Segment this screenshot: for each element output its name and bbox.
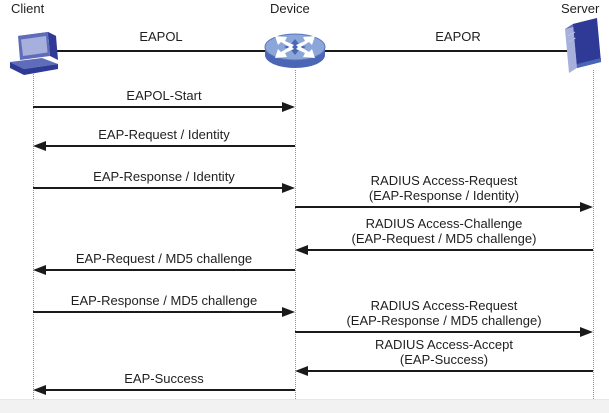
message-label-line: EAP-Request / Identity [98, 127, 230, 142]
arrowhead-icon [33, 141, 46, 151]
node-label-device: Device [270, 1, 310, 16]
message-label-line: RADIUS Access-Request [370, 173, 518, 188]
message-label: EAPOL-Start [33, 88, 295, 103]
arrowhead-icon [295, 366, 308, 376]
lifeline-device [295, 70, 296, 399]
message-label: RADIUS Access-Challenge(EAP-Request / MD… [295, 216, 593, 246]
message-label: EAP-Response / Identity [33, 169, 295, 184]
message-arrow-line [45, 145, 295, 147]
message-label-line: EAP-Response / Identity [93, 169, 235, 184]
message-label: EAP-Request / Identity [33, 127, 295, 142]
arrowhead-icon [580, 202, 593, 212]
message-arrow-line [45, 389, 295, 391]
message-label: RADIUS Access-Request(EAP-Response / Ide… [295, 173, 593, 203]
node-label-client: Client [11, 1, 45, 16]
message-label-line: (EAP-Response / Identity) [368, 188, 520, 203]
message-label: EAP-Request / MD5 challenge [33, 251, 295, 266]
message-label-line: EAP-Request / MD5 challenge [75, 251, 253, 266]
link-label-eapor: EAPOR [435, 29, 481, 44]
message-label-line: RADIUS Access-Request [370, 298, 518, 313]
node-label-server: Server [561, 1, 600, 16]
arrowhead-icon [580, 327, 593, 337]
arrowhead-icon [282, 102, 295, 112]
message-label-line: EAP-Response / MD5 challenge [70, 293, 258, 308]
message-arrow-line [307, 370, 593, 372]
footer-strip [0, 399, 609, 413]
message-arrow-line [307, 249, 593, 251]
switch-icon [264, 33, 326, 68]
message-arrow-line [45, 269, 295, 271]
message-label-line: (EAP-Response / MD5 challenge) [346, 313, 542, 328]
message-label-line: RADIUS Access-Accept [375, 337, 513, 352]
lifeline-client [33, 70, 34, 399]
link-label-eapol: EAPOL [139, 29, 183, 44]
arrowhead-icon [295, 245, 308, 255]
message-label-line: (EAP-Success) [399, 352, 489, 367]
message-arrow-line [33, 187, 283, 189]
message-label: EAP-Success [33, 371, 295, 386]
message-label-line: RADIUS Access-Challenge [365, 216, 523, 231]
desktop-computer-icon [10, 32, 58, 75]
message-arrow-line [33, 311, 283, 313]
message-label-line: EAP-Success [124, 371, 204, 386]
lifeline-server [593, 70, 594, 399]
message-arrow-line [295, 206, 581, 208]
arrowhead-icon [282, 307, 295, 317]
arrowhead-icon [33, 385, 46, 395]
message-label: RADIUS Access-Accept(EAP-Success) [295, 337, 593, 367]
message-label: RADIUS Access-Request(EAP-Response / MD5… [295, 298, 593, 328]
arrowhead-icon [282, 183, 295, 193]
message-arrow-line [33, 106, 283, 108]
message-label-line: EAPOL-Start [126, 88, 202, 103]
message-label: EAP-Response / MD5 challenge [33, 293, 295, 308]
message-arrow-line [295, 331, 581, 333]
message-label-line: (EAP-Request / MD5 challenge) [351, 231, 537, 246]
server-tower-icon [565, 18, 601, 73]
arrowhead-icon [33, 265, 46, 275]
